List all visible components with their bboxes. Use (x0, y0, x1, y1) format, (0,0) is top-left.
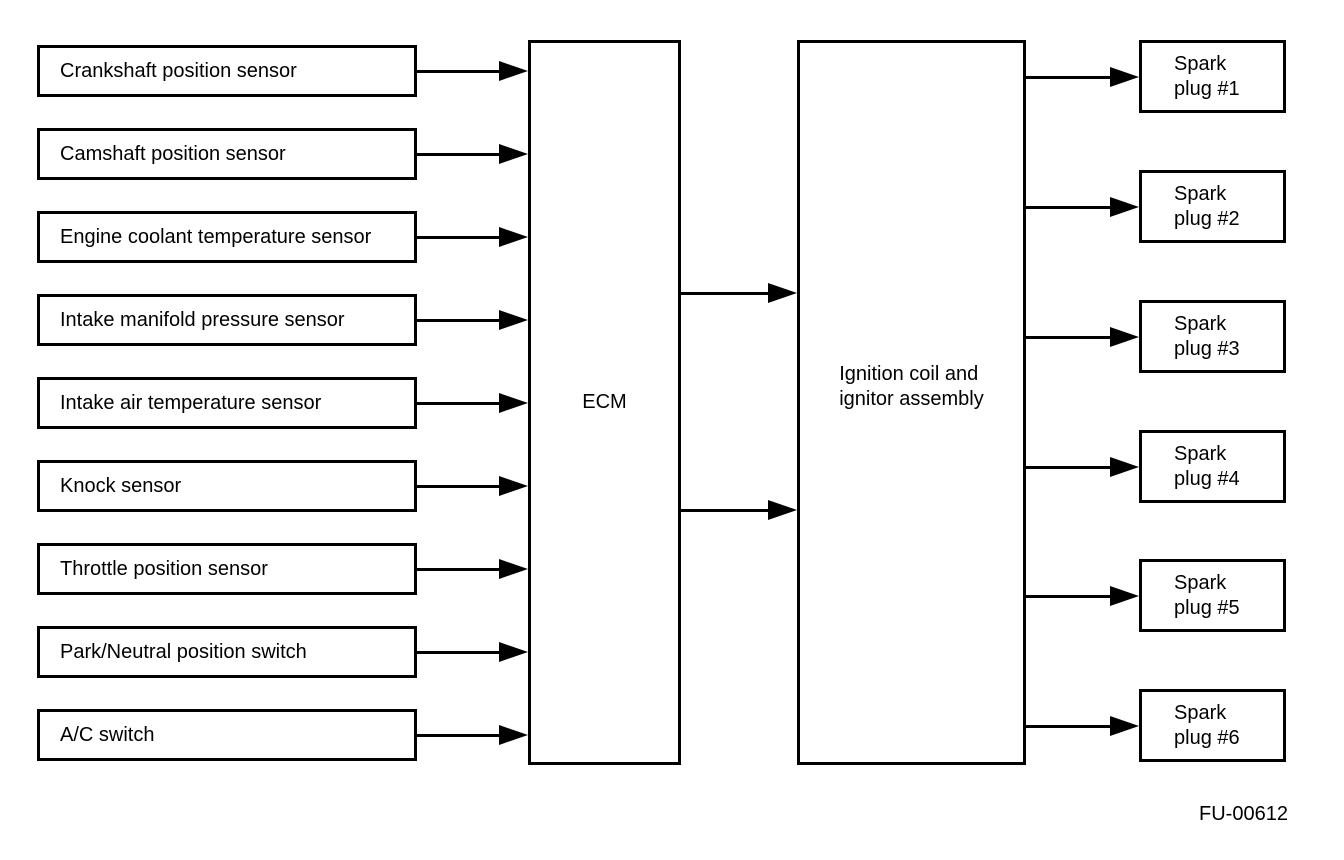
arrowhead-icon (499, 227, 528, 247)
spark-plug-label-line2: plug #5 (1174, 596, 1240, 619)
arrowhead-icon (499, 476, 528, 496)
arrow-shaft (417, 401, 501, 405)
arrowhead-icon (1110, 716, 1139, 736)
spark-plug-label-line1: Spark (1174, 701, 1227, 724)
input-box-intake-air-temperature-sensor: Intake air temperature sensor (37, 377, 417, 429)
arrowhead-icon (1110, 67, 1139, 87)
spark-plug-label-line1: Spark (1174, 571, 1227, 594)
arrow-shaft (417, 567, 501, 571)
input-box-engine-coolant-temperature-sensor: Engine coolant temperature sensor (37, 211, 417, 263)
arrow-shaft (1026, 724, 1112, 728)
arrowhead-icon (1110, 197, 1139, 217)
arrowhead-icon (768, 283, 797, 303)
arrow-shaft (1026, 335, 1112, 339)
input-box-intake-manifold-pressure-sensor: Intake manifold pressure sensor (37, 294, 417, 346)
arrow-shaft (1026, 594, 1112, 598)
spark-plug-label-line2: plug #1 (1174, 77, 1240, 100)
arrowhead-icon (499, 393, 528, 413)
input-box-label: A/C switch (60, 723, 155, 746)
arrow-shaft (1026, 465, 1112, 469)
spark-plug-label-line1: Spark (1174, 442, 1227, 465)
spark-plug-label-line2: plug #2 (1174, 207, 1240, 230)
input-box-label: Knock sensor (60, 474, 182, 497)
spark-plug-label-line1: Spark (1174, 312, 1227, 335)
spark-plug-label-line1: Spark (1174, 182, 1227, 205)
arrowhead-icon (1110, 457, 1139, 477)
input-box-label: Intake manifold pressure sensor (60, 308, 345, 331)
input-box-label: Intake air temperature sensor (60, 391, 322, 414)
spark-plug-label-line2: plug #4 (1174, 467, 1240, 490)
input-box-knock-sensor: Knock sensor (37, 460, 417, 512)
input-box-label: Crankshaft position sensor (60, 59, 297, 82)
input-box-label: Camshaft position sensor (60, 142, 286, 165)
spark-plug-label-line1: Spark (1174, 52, 1227, 75)
input-box-park-neutral-position-switch: Park/Neutral position switch (37, 626, 417, 678)
input-box-throttle-position-sensor: Throttle position sensor (37, 543, 417, 595)
ignition-coil-label: Ignition coil and ignitor assembly (839, 362, 984, 444)
arrow-shaft (417, 235, 501, 239)
spark-plug-label-line2: plug #6 (1174, 726, 1240, 749)
input-box-label: Engine coolant temperature sensor (60, 225, 372, 248)
arrowhead-icon (768, 500, 797, 520)
input-box-ac-switch: A/C switch (37, 709, 417, 761)
arrow-shaft (1026, 75, 1112, 79)
arrow-shaft (417, 733, 501, 737)
ignition-coil-label-line2: ignitor assembly (839, 387, 984, 410)
arrowhead-icon (1110, 586, 1139, 606)
input-box-label: Park/Neutral position switch (60, 640, 307, 663)
ignition-coil-box: Ignition coil and ignitor assembly (797, 40, 1026, 765)
arrowhead-icon (499, 61, 528, 81)
arrow-shaft (417, 650, 501, 654)
arrow-shaft (681, 291, 770, 295)
ecm-box: ECM (528, 40, 681, 765)
arrowhead-icon (499, 559, 528, 579)
input-box-camshaft-position-sensor: Camshaft position sensor (37, 128, 417, 180)
arrowhead-icon (499, 642, 528, 662)
ignition-coil-label-line1: Ignition coil and (839, 362, 979, 385)
arrow-shaft (417, 69, 501, 73)
arrowhead-icon (499, 725, 528, 745)
input-box-label: Throttle position sensor (60, 557, 268, 580)
figure-id-label: FU-00612 (1199, 803, 1288, 825)
arrow-shaft (417, 152, 501, 156)
arrowhead-icon (499, 144, 528, 164)
input-box-crankshaft-position-sensor: Crankshaft position sensor (37, 45, 417, 97)
arrow-shaft (1026, 205, 1112, 209)
spark-plug-label-line2: plug #3 (1174, 337, 1240, 360)
arrowhead-icon (499, 310, 528, 330)
arrow-shaft (417, 318, 501, 322)
arrowhead-icon (1110, 327, 1139, 347)
arrow-shaft (681, 508, 770, 512)
arrow-shaft (417, 484, 501, 488)
ecm-label: ECM (582, 391, 627, 413)
